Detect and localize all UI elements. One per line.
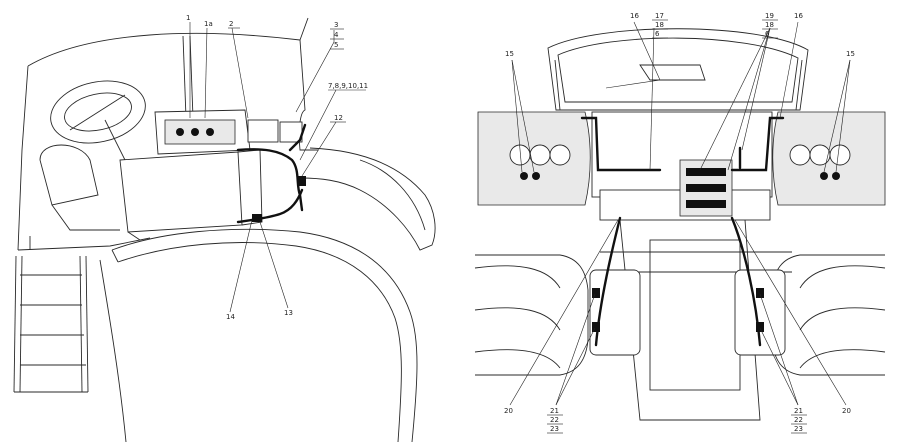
callout-6a: 6 bbox=[655, 30, 660, 38]
callout-17: 17 bbox=[655, 12, 664, 20]
callout-18b: 18 bbox=[765, 21, 774, 29]
callout-19: 19 bbox=[765, 12, 774, 20]
callout-16b: 16 bbox=[794, 12, 803, 20]
callout-14: 14 bbox=[226, 313, 235, 321]
callout-4: 4 bbox=[334, 31, 339, 39]
callout-18a: 18 bbox=[655, 21, 664, 29]
left-view bbox=[13, 17, 436, 443]
callout-1a: 1a bbox=[204, 20, 213, 28]
callout-22a: 22 bbox=[550, 416, 559, 424]
ladder bbox=[13, 255, 89, 393]
callout-3: 3 bbox=[334, 21, 338, 29]
rear-wheel-left bbox=[474, 254, 589, 376]
callout-21a: 21 bbox=[550, 407, 559, 415]
callout-1: 1 bbox=[186, 14, 190, 22]
callout-15a: 15 bbox=[505, 50, 514, 58]
callout-22b: 22 bbox=[794, 416, 803, 424]
callout-12: 12 bbox=[334, 114, 343, 122]
callout-23a: 23 bbox=[550, 425, 559, 433]
callout-7-11: 7,8,9,10,11 bbox=[328, 82, 368, 90]
callout-6b: 6 bbox=[765, 30, 770, 38]
callout-13: 13 bbox=[284, 309, 293, 317]
callout-23b: 23 bbox=[794, 425, 803, 433]
callout-20b: 20 bbox=[842, 407, 851, 415]
callout-16a: 16 bbox=[630, 12, 639, 20]
callout-15b: 15 bbox=[846, 50, 855, 58]
callout-2: 2 bbox=[229, 20, 233, 28]
callout-5: 5 bbox=[334, 41, 338, 49]
callout-20a: 20 bbox=[504, 407, 513, 415]
callout-21b: 21 bbox=[794, 407, 803, 415]
right-view bbox=[474, 21, 886, 421]
rear-wheel-right bbox=[771, 254, 886, 376]
callout-labels: 1 1a 2 3 4 5 7,8,9,10,11 12 14 13 16 17 … bbox=[186, 12, 855, 434]
